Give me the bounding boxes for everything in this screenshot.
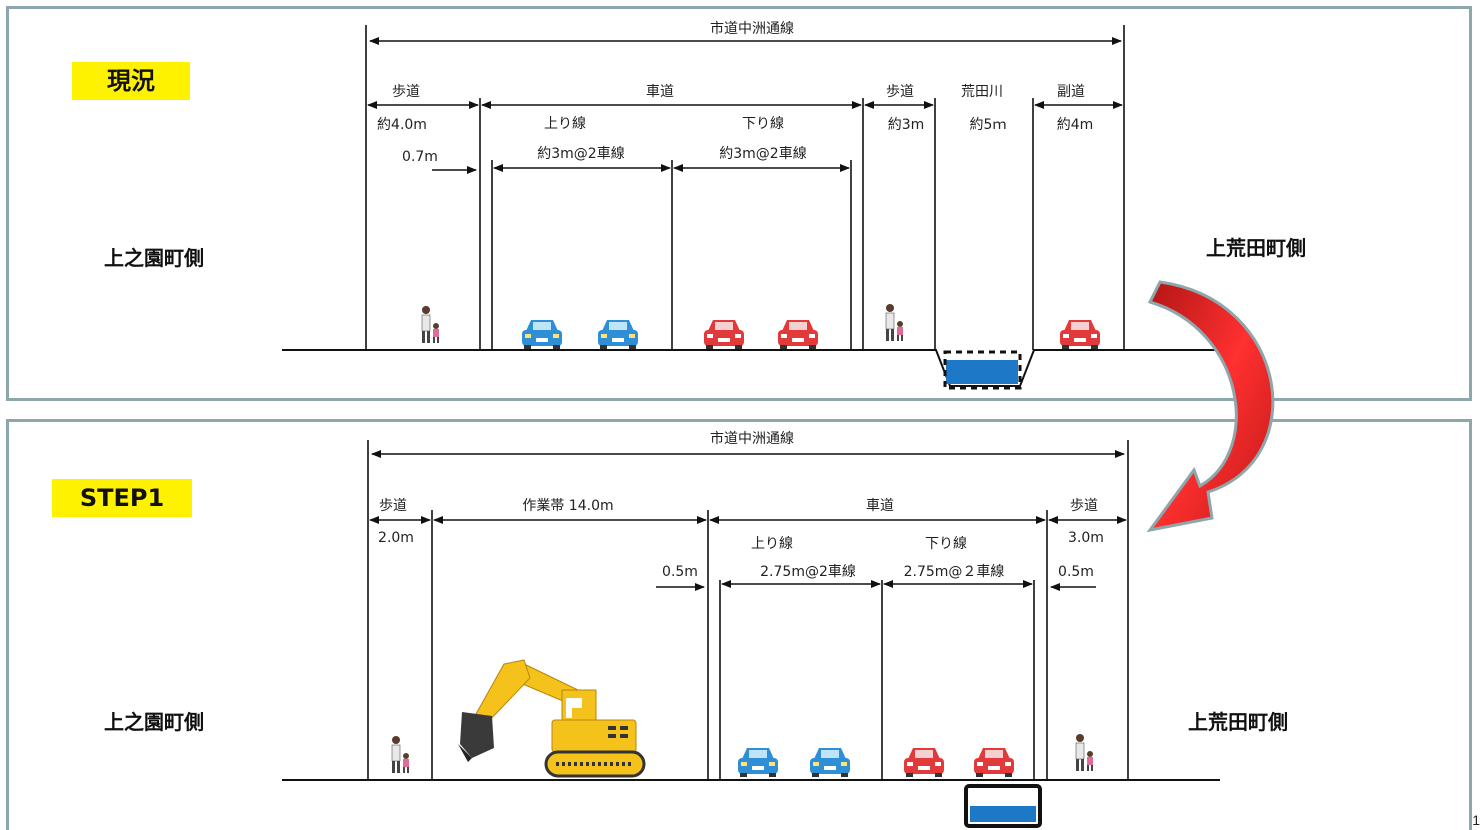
current-roadway-label: 車道 — [646, 83, 674, 100]
current-badge: 現況 — [72, 62, 190, 100]
current-river-label: 荒田川 — [961, 84, 1003, 100]
excavator-icon — [458, 659, 646, 778]
current-side-road-width: 約4m — [1057, 117, 1094, 133]
step1-badge: STEP1 — [52, 479, 192, 517]
current-left-side-label: 上之園町側 — [104, 246, 204, 270]
pedestrian-icon — [885, 304, 903, 341]
current-river-width: 約5ｍ — [970, 117, 1007, 133]
current-section-dimensions — [367, 101, 1123, 174]
pedestrian-icon — [1075, 734, 1093, 771]
current-boundary-lines — [365, 25, 1125, 350]
step1-sidewalk1-width: 2.0m — [378, 530, 414, 546]
step1-down-lane-width: 2.75m@２車線 — [904, 563, 1005, 580]
current-down-lane-width: 約3m@2車線 — [719, 145, 806, 162]
current-up-lane-label: 上り線 — [544, 116, 586, 132]
current-right-side-label: 上荒田町側 — [1206, 236, 1306, 260]
step1-cross-section: 市道中洲通線 歩道 2.0m 作業帯 14.0m 0.5m 車道 上り線 2.7… — [282, 430, 1220, 828]
blue-car-icon — [598, 320, 638, 349]
current-sidewalk1-label: 歩道 — [392, 84, 420, 100]
step1-sidewalk1-label: 歩道 — [379, 498, 407, 514]
step1-sidewalk2-label: 歩道 — [1070, 498, 1098, 514]
water-channel-icon — [946, 360, 1018, 384]
current-sidewalk2-width: 約3m — [888, 117, 925, 133]
step1-down-lane-label: 下り線 — [925, 536, 967, 552]
page-number: 1 — [1472, 812, 1480, 828]
step1-roadway-label: 車道 — [866, 497, 894, 514]
step1-left-side-label: 上之園町側 — [104, 710, 204, 734]
step1-sidewalk2-width: 3.0m — [1068, 530, 1104, 546]
red-car-icon — [778, 320, 818, 349]
current-sidewalk2-label: 歩道 — [886, 84, 914, 100]
pedestrian-icon — [391, 736, 409, 773]
current-sidewalk1-width: 約4.0m — [377, 117, 427, 133]
water-channel-icon — [964, 784, 1042, 828]
step1-work-zone-label: 作業帯 14.0m — [522, 498, 613, 514]
blue-car-icon — [738, 748, 778, 777]
current-ground-line — [282, 349, 1222, 387]
pedestrian-icon — [421, 306, 439, 343]
step1-road-name: 市道中洲通線 — [710, 430, 794, 447]
step1-sidewalk2-clearance: 0.5m — [1058, 564, 1094, 580]
red-car-icon — [904, 748, 944, 777]
step1-right-side-label: 上荒田町側 — [1188, 710, 1288, 734]
current-up-lane-width: 約3m@2車線 — [537, 145, 624, 162]
red-car-icon — [1060, 320, 1100, 349]
current-cross-section: 市道中洲通線 歩道 約4.0m 0.7m 車道 上り線 約3m@2車線 下り線 … — [282, 20, 1222, 390]
step1-boundary-lines — [367, 440, 1129, 780]
step1-section-dimensions — [369, 516, 1127, 591]
current-sidewalk1-clearance: 0.7m — [402, 149, 438, 165]
step1-up-lane-width: 2.75m@2車線 — [760, 563, 856, 580]
blue-car-icon — [810, 748, 850, 777]
red-car-icon — [974, 748, 1014, 777]
current-down-lane-label: 下り線 — [742, 116, 784, 132]
step1-up-lane-label: 上り線 — [751, 536, 793, 552]
current-road-name: 市道中洲通線 — [710, 20, 794, 37]
current-side-road-label: 副道 — [1057, 84, 1085, 100]
blue-car-icon — [522, 320, 562, 349]
red-car-icon — [704, 320, 744, 349]
step1-work-zone-clearance: 0.5m — [662, 564, 698, 580]
